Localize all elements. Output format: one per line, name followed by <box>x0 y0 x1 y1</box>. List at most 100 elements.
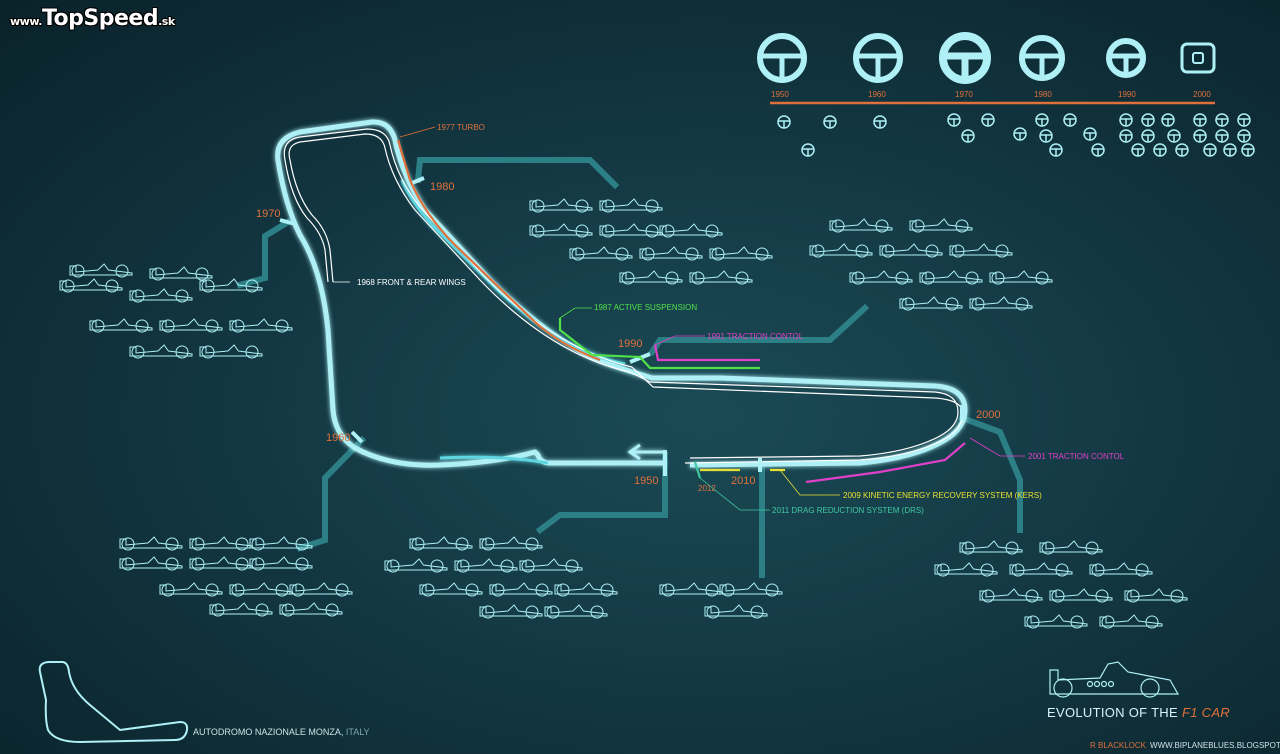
branch-1970 <box>236 217 293 289</box>
small-steering-wheel-icon <box>1063 113 1077 127</box>
small-steering-wheel-icon <box>1013 127 1027 141</box>
car-silhouette <box>529 223 593 238</box>
small-steering-wheel-icon <box>1215 113 1229 127</box>
callout-active-suspension: 1987 ACTIVE SUSPENSION <box>594 303 698 312</box>
direction-arrow <box>627 443 665 461</box>
car-silhouette <box>229 582 293 597</box>
branch-1960 <box>296 435 367 552</box>
logo-suffix: .sk <box>158 15 175 28</box>
car-silhouette <box>899 296 963 311</box>
car-silhouette <box>159 318 223 333</box>
callout-kers: 2009 KINETIC ENERGY RECOVERY SYSTEM (KER… <box>843 491 1042 500</box>
small-steering-wheel-icon <box>1119 129 1133 143</box>
car-silhouette <box>809 243 873 258</box>
car-silhouette <box>599 198 663 213</box>
small-steering-wheel-icon <box>1237 113 1251 127</box>
car-silhouette <box>129 344 193 359</box>
small-steering-wheel-icon <box>777 115 791 129</box>
car-silhouette <box>249 536 313 551</box>
car-silhouette <box>189 556 253 571</box>
car-silhouette <box>119 536 183 551</box>
mini-track-map <box>38 661 189 744</box>
logo-prefix: www. <box>10 15 42 28</box>
decade-label-1990: 1990 <box>618 338 643 350</box>
large-steering-wheels <box>757 32 1216 84</box>
small-steering-wheel-icon <box>823 115 837 129</box>
steering-wheel-icon <box>853 33 903 83</box>
car-silhouette <box>119 556 183 571</box>
drs-year-label: 2012 <box>698 484 716 493</box>
car-silhouette <box>249 556 313 571</box>
tick-1970 <box>279 218 296 226</box>
car-silhouette <box>479 536 543 551</box>
timeline-year-1960: 1960 <box>868 90 886 99</box>
small-steering-wheel-icon <box>1141 113 1155 127</box>
credit-site[interactable]: WWW.BIPLANEBLUES.BLOGSPOT.COM <box>1150 741 1280 750</box>
car-silhouette <box>639 246 703 261</box>
car-silhouette <box>209 602 273 617</box>
circuit <box>275 119 968 468</box>
callout-traction-2001: 2001 TRACTION CONTOL <box>1028 452 1125 461</box>
small-steering-wheel-icon <box>961 129 975 143</box>
car-silhouette <box>619 270 683 285</box>
car-silhouette <box>879 243 943 258</box>
car-silhouette-groups <box>59 198 1188 629</box>
car-silhouette <box>384 558 448 573</box>
car-silhouette <box>69 263 133 278</box>
steering-wheel-icon <box>1019 35 1065 81</box>
car-silhouette <box>919 270 983 285</box>
small-steering-wheel-icon <box>1241 143 1255 157</box>
car-silhouette <box>159 582 223 597</box>
active-suspension-line <box>558 318 760 370</box>
steering-timeline <box>757 32 1255 157</box>
small-steering-wheel-icon <box>1223 143 1237 157</box>
car-silhouette <box>979 588 1043 603</box>
car-silhouette <box>949 243 1013 258</box>
car-silhouette <box>199 278 263 293</box>
small-steering-wheel-icon <box>1175 143 1189 157</box>
car-silhouette <box>849 270 913 285</box>
small-steering-wheel-icon <box>947 113 961 127</box>
small-steering-wheel-icon <box>1237 129 1251 143</box>
branch-1990 <box>647 303 870 357</box>
car-silhouette <box>659 223 723 238</box>
decade-label-2000: 2000 <box>976 409 1001 421</box>
callout-leaders <box>333 126 1025 511</box>
car-silhouette <box>554 582 618 597</box>
topspeed-logo[interactable]: www.TopSpeed.sk <box>10 6 175 31</box>
car-silhouette <box>569 246 633 261</box>
decade-label-1950: 1950 <box>634 475 659 487</box>
car-silhouette <box>529 198 593 213</box>
car-silhouette <box>829 218 893 233</box>
car-silhouette <box>719 582 783 597</box>
car-silhouette <box>89 318 153 333</box>
innovation-lines <box>396 139 966 484</box>
car-silhouette <box>1039 540 1103 555</box>
car-silhouette <box>479 604 543 619</box>
steering-wheel-icon <box>1106 38 1146 78</box>
callout-wings: 1968 FRONT & REAR WINGS <box>357 278 466 287</box>
small-steering-wheel-icon <box>1049 143 1063 157</box>
callout-traction-1991: 1991 TRACTION CONTOL <box>707 332 804 341</box>
decade-label-1980: 1980 <box>430 181 455 193</box>
small-steering-wheel-icon <box>1035 113 1049 127</box>
small-steering-wheel-icon <box>801 143 815 157</box>
small-steering-wheel-icon <box>981 113 995 127</box>
timeline-year-2000: 2000 <box>1193 90 1211 99</box>
car-silhouette <box>704 604 768 619</box>
logo-name: TopSpeed <box>41 6 159 31</box>
traction-2001-line <box>805 442 966 484</box>
small-steering-wheel-icon <box>1167 129 1181 143</box>
timeline-year-1980: 1980 <box>1034 90 1052 99</box>
timeline-year-1970: 1970 <box>955 90 973 99</box>
credit-author: R BLACKLOCK <box>1090 741 1147 750</box>
car-silhouette <box>229 318 293 333</box>
title-prefix: EVOLUTION OF THE <box>1047 705 1178 720</box>
turbo-line <box>396 139 601 362</box>
title-accent: F1 CAR <box>1181 705 1230 720</box>
car-silhouette <box>129 288 193 303</box>
track-country: ITALY <box>345 727 370 737</box>
car-silhouette <box>149 266 213 281</box>
